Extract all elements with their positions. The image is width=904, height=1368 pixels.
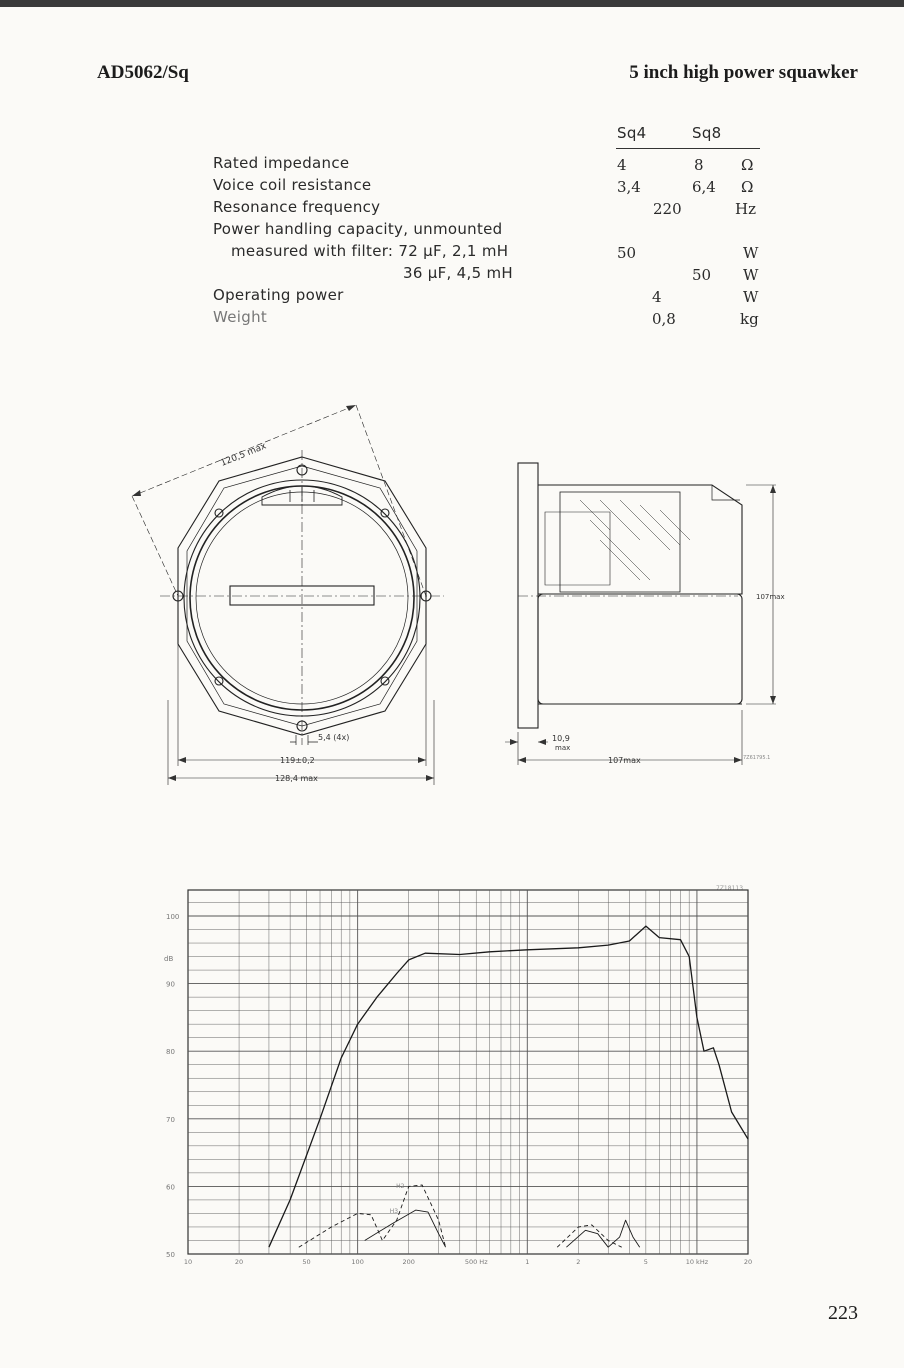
spec-unit: W bbox=[743, 266, 759, 284]
spec-value-both: 220 bbox=[653, 200, 682, 218]
spec-value-both: 0,8 bbox=[652, 310, 676, 328]
dim-flange: 10,9 bbox=[552, 734, 570, 743]
x-tick-label: 20 bbox=[235, 1258, 243, 1266]
spec-unit: kg bbox=[740, 310, 759, 328]
spec-label: Operating power bbox=[213, 286, 344, 304]
x-tick-label: 1 bbox=[525, 1258, 529, 1266]
distortion-curve bbox=[566, 1219, 641, 1248]
spec-value-sq8: 8 bbox=[694, 156, 704, 174]
dim-depth: 107max bbox=[608, 756, 641, 765]
x-tick-label: 5 bbox=[644, 1258, 648, 1266]
chart-code: 7Z18113 bbox=[716, 885, 743, 892]
plot-frame bbox=[187, 889, 749, 1255]
x-tick-label: 2 bbox=[576, 1258, 580, 1266]
spec-value-sq4: 50 bbox=[617, 244, 637, 262]
scan-top-edge bbox=[0, 0, 904, 7]
y-tick-label: 100 bbox=[166, 913, 179, 921]
y-tick-label: 80 bbox=[166, 1048, 175, 1056]
spec-label: 36 µF, 4,5 mH bbox=[403, 264, 513, 282]
y-tick-label: 90 bbox=[166, 981, 175, 989]
distortion-curve bbox=[298, 1184, 447, 1248]
y-tick-label: 70 bbox=[166, 1116, 175, 1124]
spec-label: Voice coil resistance bbox=[213, 176, 372, 194]
spec-unit: Ω bbox=[741, 156, 754, 174]
model-number: AD5062/Sq bbox=[97, 62, 189, 83]
spec-label: Power handling capacity, unmounted bbox=[213, 220, 503, 238]
spec-value-sq4: 4 bbox=[617, 156, 627, 174]
spec-unit: W bbox=[743, 288, 759, 306]
y-tick-label: 50 bbox=[166, 1251, 175, 1259]
spec-unit: Ω bbox=[741, 178, 754, 196]
x-tick-label: 50 bbox=[302, 1258, 310, 1266]
dim-hole: 5,4 (4x) bbox=[318, 733, 349, 742]
x-tick-label: 100 bbox=[351, 1258, 363, 1266]
dim-diagonal: 120,5 max bbox=[219, 441, 268, 469]
spec-label: measured with filter: 72 µF, 2,1 mH bbox=[231, 242, 509, 260]
x-tick-label: 500 Hz bbox=[465, 1258, 488, 1266]
response-curve bbox=[268, 925, 749, 1248]
x-tick-label: 200 bbox=[403, 1258, 415, 1266]
dim-width: 128,4 max bbox=[275, 774, 318, 783]
spec-value-sq8: 6,4 bbox=[692, 178, 716, 196]
spec-value-sq8: 50 bbox=[692, 266, 712, 284]
frequency-response-chart: 7Z18113 dB 100 90 80 70 60 50 10 20 50 100 200 500 … bbox=[164, 885, 752, 1266]
x-tick-label: 10 bbox=[184, 1258, 192, 1266]
distortion-curve bbox=[364, 1209, 446, 1248]
side-motor-housing bbox=[537, 593, 743, 705]
column-rule bbox=[616, 148, 760, 149]
product-title: 5 inch high power squawker bbox=[629, 62, 858, 83]
spec-unit: Hz bbox=[735, 200, 756, 218]
curve-label: H2 bbox=[396, 1183, 405, 1190]
dim-height: 107max bbox=[756, 593, 785, 601]
spec-label: Weight bbox=[213, 308, 268, 326]
page-number: 223 bbox=[828, 1302, 858, 1324]
spec-label: Resonance frequency bbox=[213, 198, 381, 216]
col-header-sq4: Sq4 bbox=[617, 124, 647, 142]
spec-unit: W bbox=[743, 244, 759, 262]
curve-label: H3 bbox=[390, 1208, 399, 1215]
x-tick-label: 10 kHz bbox=[686, 1258, 709, 1266]
drawing-code: 7Z61795.1 bbox=[743, 755, 770, 761]
col-header-sq8: Sq8 bbox=[692, 124, 722, 142]
dim-flange-max: max bbox=[555, 744, 570, 752]
side-flange bbox=[517, 462, 539, 729]
dimension-drawing: 120,5 max 5,4 (4x) 119±0,2 128,4 max 107… bbox=[131, 404, 785, 785]
y-tick-label: 60 bbox=[166, 1183, 175, 1191]
spec-value-both: 4 bbox=[652, 288, 662, 306]
dim-pitch: 119±0,2 bbox=[280, 756, 315, 765]
x-tick-label: 20 bbox=[744, 1258, 752, 1266]
spec-value-sq4: 3,4 bbox=[617, 178, 641, 196]
spec-label: Rated impedance bbox=[213, 154, 350, 172]
y-axis-label: dB bbox=[164, 955, 173, 963]
